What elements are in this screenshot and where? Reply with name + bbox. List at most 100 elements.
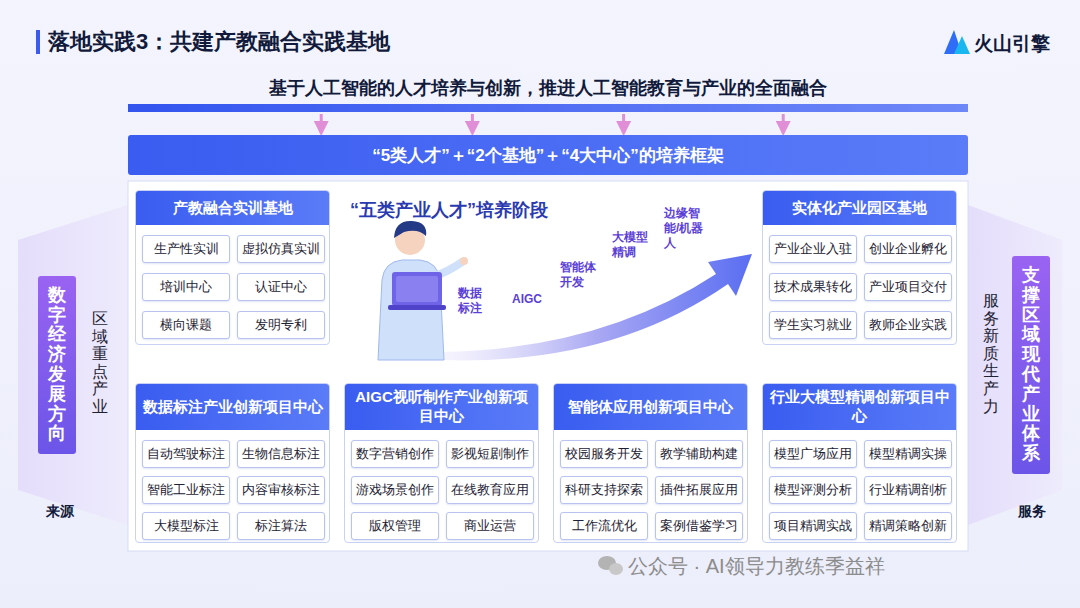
item-text: 项目精调实战: [770, 517, 856, 535]
item-text: 商业运营: [447, 517, 533, 535]
item-box: 学生实习就业: [769, 311, 857, 339]
item-box: 智能工业标注: [142, 476, 230, 504]
item-text: 横向课题: [143, 316, 229, 334]
item-text: 模型评测分析: [770, 481, 856, 499]
stage-label: 智能体开发: [560, 260, 598, 290]
item-box: 虚拟仿真实训: [237, 235, 325, 263]
flow-arrow: [320, 114, 323, 133]
item-box: 产业项目交付: [864, 273, 952, 301]
box-title: 数据标注产业创新项目中心: [136, 384, 329, 430]
item-box: 产业企业入驻: [769, 235, 857, 263]
item-box: 标注算法: [237, 512, 325, 540]
box-title: 支撑区域现代产业体系: [1022, 266, 1040, 464]
item-text: 精调策略创新: [865, 517, 951, 535]
item-box: 发明专利: [237, 311, 325, 339]
panel-box: 数据标注产业创新项目中心自动驾驶标注生物信息标注智能工业标注内容审核标注大模型标…: [135, 383, 330, 543]
item-box: 教师企业实践: [864, 311, 952, 339]
item-box: 大模型标注: [142, 512, 230, 540]
item-box: 游戏场景创作: [351, 476, 439, 504]
stage-arrow: [440, 254, 752, 360]
item-box: 技术成果转化: [769, 273, 857, 301]
side-label: 区域重点产业: [92, 310, 108, 416]
item-text: 虚拟仿真实训: [238, 240, 324, 258]
right-ground: [968, 205, 1062, 525]
side-box: 支撑区域现代产业体系: [1012, 256, 1050, 474]
item-text: 模型精调实操: [865, 445, 951, 463]
item-box: 校园服务开发: [560, 440, 648, 468]
item-box: 创业企业孵化: [864, 235, 952, 263]
stage-label: 数据标注: [458, 286, 484, 316]
slide-title: 落地实践3：共建产教融合实践基地: [48, 27, 390, 57]
box-title: 基于人工智能的人才培养与创新，推进人工智能教育与产业的全面融合: [128, 72, 968, 100]
item-text: 行业精调剖析: [865, 481, 951, 499]
flow-arrow: [622, 114, 625, 133]
item-box: 版权管理: [351, 512, 439, 540]
stage-label: 边缘智能/机器人: [664, 206, 714, 251]
item-box: 数字营销创作: [351, 440, 439, 468]
side-label: 服务新质生产力: [983, 292, 999, 415]
side-box: 数字经济发展方向: [38, 276, 76, 454]
item-box: 科研支持探索: [560, 476, 648, 504]
item-text: 内容审核标注: [238, 481, 324, 499]
item-box: 行业精调剖析: [864, 476, 952, 504]
item-text: 培训中心: [143, 278, 229, 296]
item-text: 工作流优化: [561, 517, 647, 535]
item-text: 智能工业标注: [143, 481, 229, 499]
panel-box: 智能体应用创新项目中心校园服务开发教学辅助构建科研支持探索插件拓展应用工作流优化…: [553, 383, 748, 543]
wechat-icon: [598, 556, 623, 575]
item-text: 模型广场应用: [770, 445, 856, 463]
box-title: “5类人才”＋“2个基地”＋“4大中心”的培养框架: [372, 144, 723, 167]
item-text: 产业企业入驻: [770, 240, 856, 258]
item-box: 影视短剧制作: [446, 440, 534, 468]
item-text: 插件拓展应用: [656, 481, 742, 499]
item-text: 数字营销创作: [352, 445, 438, 463]
item-box: 认证中心: [237, 273, 325, 301]
side-label: 服务: [1018, 503, 1046, 521]
box-title: 数字经济发展方向: [48, 286, 66, 444]
item-box: 商业运营: [446, 512, 534, 540]
item-text: 认证中心: [238, 278, 324, 296]
panel-box: 行业大模型精调创新项目中心模型广场应用模型精调实操模型评测分析行业精调剖析项目精…: [762, 383, 957, 543]
item-text: 科研支持探索: [561, 481, 647, 499]
stage-label: 大模型精调: [612, 230, 650, 260]
item-text: 校园服务开发: [561, 445, 647, 463]
box-title: 智能体应用创新项目中心: [554, 384, 747, 430]
item-box: 插件拓展应用: [655, 476, 743, 504]
item-text: 生产性实训: [143, 240, 229, 258]
item-box: 项目精调实战: [769, 512, 857, 540]
panel-box: 产教融合实训基地生产性实训虚拟仿真实训培训中心认证中心横向课题发明专利: [135, 190, 330, 345]
item-text: 影视短剧制作: [447, 445, 533, 463]
item-text: 产业项目交付: [865, 278, 951, 296]
item-box: 教学辅助构建: [655, 440, 743, 468]
item-text: 版权管理: [352, 517, 438, 535]
item-box: 横向课题: [142, 311, 230, 339]
side-label: 来源: [46, 503, 74, 521]
item-box: 模型广场应用: [769, 440, 857, 468]
item-box: 工作流优化: [560, 512, 648, 540]
item-box: 生产性实训: [142, 235, 230, 263]
item-text: 创业企业孵化: [865, 240, 951, 258]
item-text: 大模型标注: [143, 517, 229, 535]
section-title: “五类产业人才”培养阶段: [350, 198, 548, 222]
logo-text: 火山引擎: [974, 31, 1050, 57]
item-text: 标注算法: [238, 517, 324, 535]
main-panel: [128, 181, 968, 551]
title-bar: [36, 30, 40, 54]
flow-arrow: [471, 114, 474, 133]
item-text: 教学辅助构建: [656, 445, 742, 463]
box-title: 实体化产业园区基地: [763, 191, 956, 225]
item-box: 模型评测分析: [769, 476, 857, 504]
framework-band: “5类人才”＋“2个基地”＋“4大中心”的培养框架: [128, 135, 968, 175]
left-ground: [18, 205, 128, 525]
panel-box: AIGC视听制作产业创新项目中心数字营销创作影视短剧制作游戏场景创作在线教育应用…: [344, 383, 539, 543]
item-box: 模型精调实操: [864, 440, 952, 468]
item-box: 在线教育应用: [446, 476, 534, 504]
item-text: 教师企业实践: [865, 316, 951, 334]
item-text: 技术成果转化: [770, 278, 856, 296]
panel-box: 实体化产业园区基地产业企业入驻创业企业孵化技术成果转化产业项目交付学生实习就业教…: [762, 190, 957, 345]
item-text: 在线教育应用: [447, 481, 533, 499]
item-box: 培训中心: [142, 273, 230, 301]
box-title: 产教融合实训基地: [136, 191, 329, 225]
stage-label: AIGC: [512, 292, 542, 306]
